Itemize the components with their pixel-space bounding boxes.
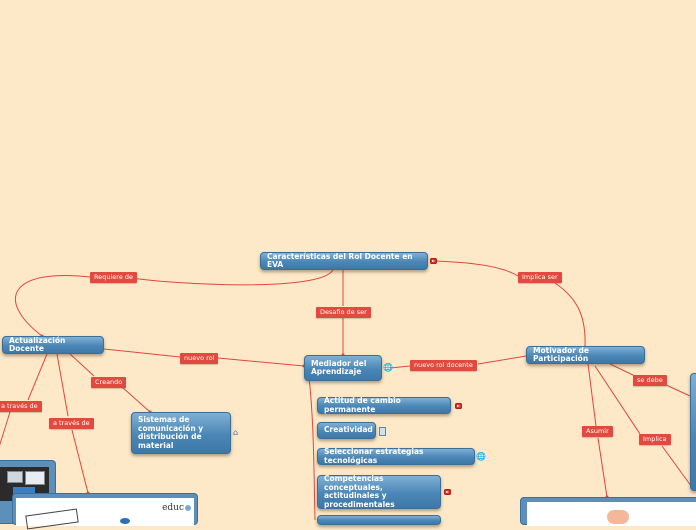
- connector-atraves1-down: [0, 411, 11, 446]
- connector-mediador-spine: [308, 377, 316, 520]
- youtube-marker-icon[interactable]: [455, 403, 462, 409]
- connector-root-requiere: [131, 269, 334, 286]
- creatividad-node[interactable]: Creatividad: [317, 422, 376, 439]
- home-icon[interactable]: ⌂: [233, 428, 239, 437]
- educ-illustration: [25, 508, 79, 530]
- connector-requiere-actualizacion: [15, 275, 91, 337]
- actualizacion-node-label: Actualización Docente: [9, 335, 66, 353]
- connector-motivador-nuevorol: [477, 355, 527, 365]
- connector-implica-down: [661, 445, 695, 491]
- creatividad-node-label: Creatividad: [324, 425, 373, 435]
- connector-motivador-sedebe: [609, 363, 636, 377]
- globe-link-icon[interactable]: 🌐: [383, 363, 393, 372]
- tag-implica: Implica: [639, 434, 671, 445]
- connector-actualizacion-nuevorol: [103, 348, 181, 358]
- mediador-node[interactable]: Mediador del Aprendizaje: [304, 355, 382, 381]
- connector-motivador-asumir: [587, 363, 597, 427]
- right-partial-node[interactable]: [690, 373, 696, 491]
- tag-implica-ser: Implica ser: [518, 272, 562, 283]
- connector-implica-motivador: [554, 282, 586, 348]
- image-node-right[interactable]: [520, 497, 696, 526]
- connector-asumir-down: [597, 437, 608, 498]
- connector-motivador-implica: [594, 365, 641, 435]
- educ-logo-icon: [185, 505, 191, 511]
- youtube-marker-icon[interactable]: [430, 258, 437, 264]
- next-node-partial[interactable]: [317, 515, 441, 525]
- actitud-node[interactable]: Actitud de cambio permanente: [317, 396, 451, 414]
- tag-nuevo-rol: nuevo rol: [180, 353, 219, 364]
- tag-a-traves-2: a través de: [49, 418, 94, 429]
- tag-asumir: Asumir: [582, 426, 613, 437]
- tag-nuevo-rol-docente: nuevo rol docente: [410, 360, 477, 371]
- motivador-node[interactable]: Motivador de Participación: [526, 346, 645, 364]
- connector-creando-sistemas: [121, 386, 151, 413]
- connector-actualizacion-atraves2: [56, 353, 69, 417]
- connector-root-implica: [429, 260, 519, 277]
- globe-link-icon[interactable]: 🌐: [476, 452, 486, 461]
- tag-se-debe: se debe: [633, 375, 667, 386]
- tag-requiere: Requiere de: [90, 272, 137, 283]
- tag-desafio: Desafio de ser: [316, 307, 371, 318]
- hand-image: [527, 502, 696, 526]
- hand-illustration: [607, 510, 629, 524]
- educ-illustration-dot: [120, 518, 130, 524]
- actualizacion-node[interactable]: Actualización Docente: [2, 336, 104, 354]
- sistemas-node-label: Sistemas de comunicación y distribución …: [138, 415, 204, 450]
- mediador-node-label: Mediador del Aprendizaje: [311, 358, 367, 376]
- estrategias-node[interactable]: Seleccionar estrategias tecnológicas: [317, 447, 475, 465]
- root-node-label: Características del Rol Docente en EVA: [267, 251, 413, 269]
- sistemas-node[interactable]: Sistemas de comunicación y distribución …: [131, 412, 231, 454]
- connector-nuevorol-mediador: [217, 357, 305, 367]
- root-node[interactable]: Características del Rol Docente en EVA: [260, 252, 428, 270]
- connector-sedebe-right: [663, 383, 691, 397]
- connector-atraves2-down: [71, 429, 89, 494]
- estrategias-node-label: Seleccionar estrategias tecnológicas: [324, 447, 424, 465]
- tag-creando: Creando: [91, 377, 127, 388]
- tag-a-traves-1: a través de: [0, 401, 42, 412]
- youtube-marker-icon[interactable]: [444, 489, 451, 495]
- competencias-node-label: Competencias conceptuales, actitudinales…: [324, 474, 395, 509]
- competencias-node[interactable]: Competencias conceptuales, actitudinales…: [317, 474, 441, 509]
- educ-image: educ: [16, 498, 194, 530]
- connector-actualizacion-atraves1: [27, 353, 48, 401]
- actitud-node-label: Actitud de cambio permanente: [324, 396, 401, 414]
- educ-logo-text: educ: [162, 503, 184, 513]
- document-icon[interactable]: [379, 427, 386, 436]
- motivador-node-label: Motivador de Participación: [533, 345, 590, 363]
- connector-actualizacion-creando: [69, 353, 95, 377]
- connector-nuevorol-mediador-2: [389, 365, 411, 369]
- image-node-educ[interactable]: educ: [12, 493, 198, 530]
